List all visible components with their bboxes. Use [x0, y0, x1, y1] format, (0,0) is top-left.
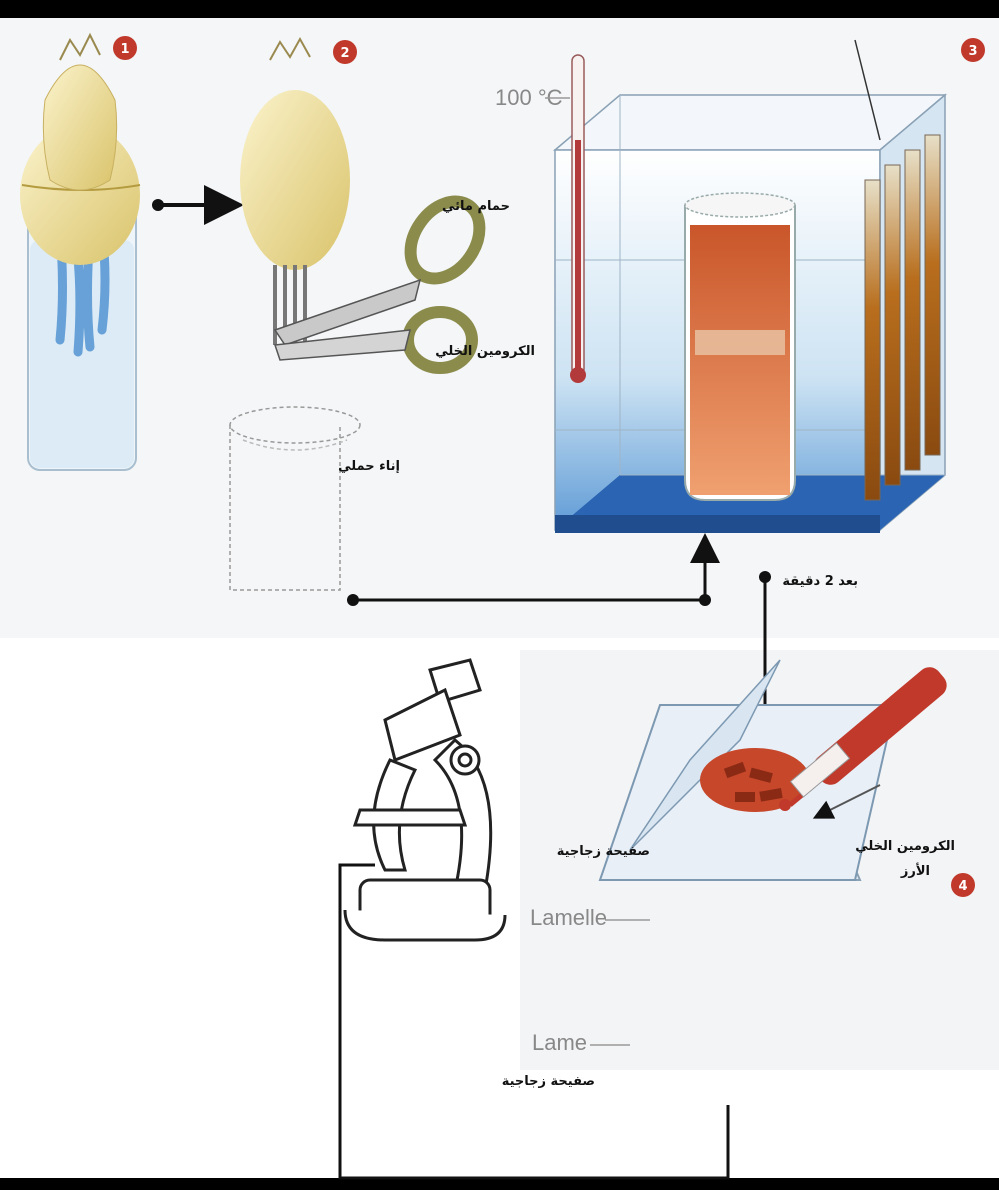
- step-1-number: 1: [120, 42, 129, 57]
- label-lamelle: Lamelle: [530, 905, 607, 930]
- label-slide-ar: صفيحة زجاجية: [502, 1074, 595, 1089]
- beaker: [685, 193, 795, 500]
- step-4-badge: 4: [951, 873, 975, 897]
- label-onion-roots: الكرومين الخلي: [435, 344, 535, 359]
- thermometer-icon: [570, 55, 586, 383]
- step-2-number: 2: [340, 46, 349, 61]
- label-coverslip-ar: صفيحة زجاجية: [557, 844, 650, 859]
- label-water-bath: حمام مائي: [442, 199, 510, 214]
- label-after-time: بعد 2 دقيقة: [782, 574, 858, 589]
- step-2-badge: 2: [333, 40, 357, 64]
- label-stain-ar: الكرومين الخلي: [855, 839, 955, 854]
- label-container-heat: إناء حملي: [338, 459, 400, 474]
- step-4-number: 4: [958, 879, 967, 894]
- label-roots-ar: الأرز: [900, 862, 930, 879]
- step-3-badge: 3: [961, 38, 985, 62]
- label-lame: Lame: [532, 1030, 587, 1055]
- step-1-badge: 1: [113, 36, 137, 60]
- step-3-number: 3: [968, 44, 977, 59]
